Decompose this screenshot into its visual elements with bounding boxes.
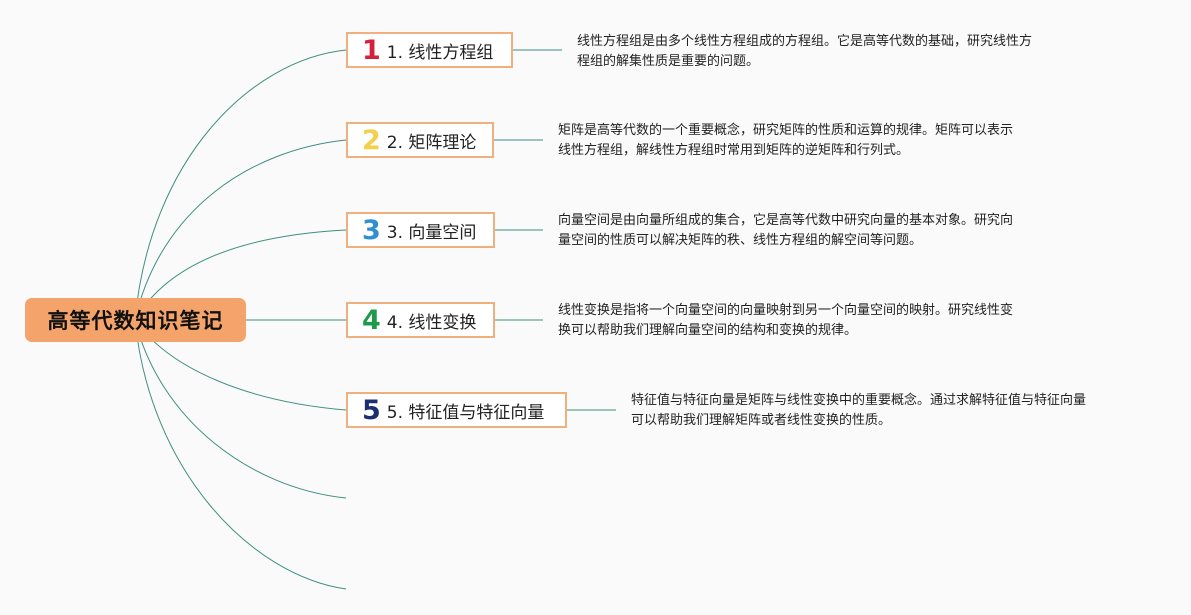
desc-line: 量空间的性质可以解决矩阵的秩、线性方程组的解空间等问题。 (558, 233, 923, 248)
topic-label: 4. 线性变换 (386, 312, 477, 333)
desc-line: 可以帮助我们理解矩阵或者线性变换的性质。 (631, 413, 892, 428)
branch-line-2 (134, 139, 347, 321)
topic-5-description: 特征值与特征向量是矩阵与线性变换中的重要概念。通过求解特征值与特征向量 可以帮助… (631, 391, 1086, 431)
desc-line: 程组的解集性质是重要的问题。 (577, 54, 760, 69)
number-badge-icon: 4 (362, 304, 381, 336)
number-badge-icon: 5 (362, 394, 381, 426)
desc-line: 向量空间是由向量所组成的集合，它是高等代数中研究向量的基本对象。研究向 (558, 213, 1014, 228)
topic-label: 2. 矩阵理论 (386, 132, 477, 153)
topic-3[interactable]: 3 3. 向量空间 (346, 212, 495, 248)
topic-2[interactable]: 2 2. 矩阵理论 (346, 122, 494, 158)
desc-line: 矩阵是高等代数的一个重要概念，研究矩阵的性质和运算的规律。矩阵可以表示 (558, 123, 1014, 138)
topic-label: 1. 线性方程组 (386, 42, 494, 63)
topic-5[interactable]: 5 5. 特征值与特征向量 (346, 392, 567, 428)
desc-line: 换可以帮助我们理解向量空间的结构和变换的规律。 (558, 323, 858, 338)
root-topic[interactable]: 高等代数知识笔记 (25, 298, 246, 342)
number-badge-icon: 3 (362, 214, 381, 246)
desc-line: 特征值与特征向量是矩阵与线性变换中的重要概念。通过求解特征值与特征向量 (631, 393, 1087, 408)
number-badge-icon: 1 (362, 34, 381, 66)
branch-line-6 (134, 319, 347, 499)
topic-4-description: 线性变换是指将一个向量空间的向量映射到另一个向量空间的映射。研究线性变 换可以帮… (558, 301, 1013, 341)
topic-4[interactable]: 4 4. 线性变换 (346, 302, 495, 338)
branch-line-7 (134, 319, 347, 590)
topic-2-description: 矩阵是高等代数的一个重要概念，研究矩阵的性质和运算的规律。矩阵可以表示 线性方程… (558, 121, 1013, 161)
branch-line-1 (134, 49, 347, 321)
desc-line: 线性变换是指将一个向量空间的向量映射到另一个向量空间的映射。研究线性变 (558, 303, 1014, 318)
topic-1-description: 线性方程组是由多个线性方程组成的方程组。它是高等代数的基础，研究线性方 程组的解… (577, 32, 1032, 72)
topic-label: 5. 特征值与特征向量 (386, 402, 545, 423)
desc-line: 线性方程组是由多个线性方程组成的方程组。它是高等代数的基础，研究线性方 (577, 34, 1033, 49)
topic-3-description: 向量空间是由向量所组成的集合，它是高等代数中研究向量的基本对象。研究向 量空间的… (558, 211, 1013, 251)
topic-1[interactable]: 1 1. 线性方程组 (346, 32, 513, 68)
topic-label: 3. 向量空间 (386, 222, 477, 243)
number-badge-icon: 2 (362, 124, 381, 156)
desc-line: 线性方程组，解线性方程组时常用到矩阵的逆矩阵和行列式。 (558, 143, 910, 158)
